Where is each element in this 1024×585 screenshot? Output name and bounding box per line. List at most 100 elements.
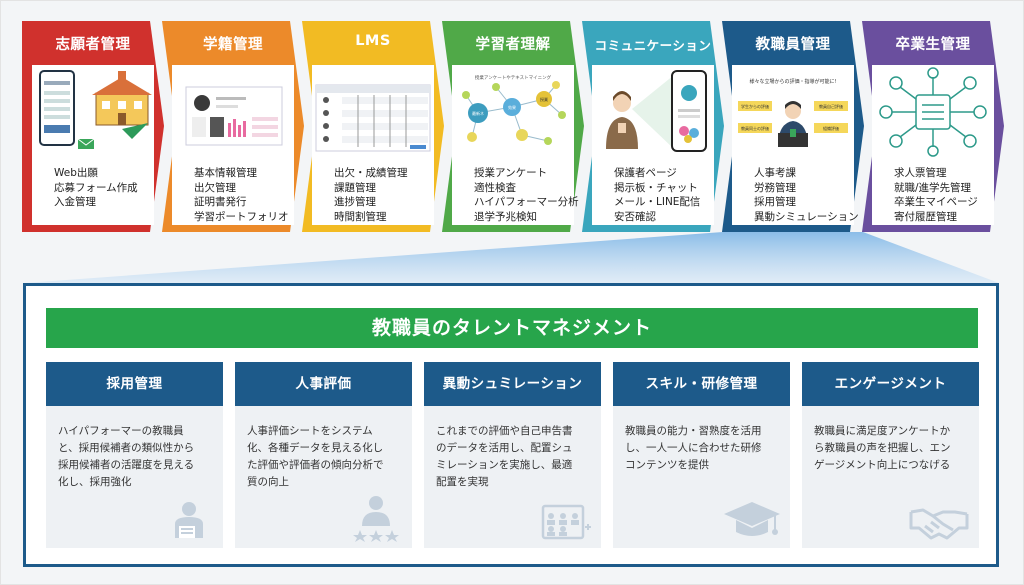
card-description: ハイパフォーマーの教職員 と、採用候補者の類似性から 採用候補者の活躍度を見える…: [46, 406, 223, 491]
feature-item: 課題管理: [334, 181, 376, 194]
feature-item: メール・LINE配信: [614, 196, 701, 208]
step-title: 学籍管理: [203, 37, 263, 53]
feature-item: 応募フォーム作成: [54, 181, 138, 194]
card-description: 人事評価シートをシステム 化、各種データを見える化し た評価や評価者の傾向分析で…: [235, 406, 412, 491]
card-skill-training[interactable]: スキル・研修管理 教職員の能力・習熟度を活用 し、一人一人に合わせた研修 コンテ…: [613, 362, 790, 548]
feature-item: 時間割管理: [334, 210, 387, 223]
feature-item: 求人票管理: [894, 167, 947, 179]
text-mining-network-illustration: 授業アンケートやテキストマイニング 最新ネ 効果 授業: [462, 74, 566, 145]
evaluation-caption: 様々な立場からの評価・指導が可能に!: [749, 78, 836, 85]
step-learner-understanding[interactable]: 学習者理解 授業アンケートやテキストマイニング 最新ネ 効果 授業: [442, 21, 584, 232]
step-feature-list: 基本情報管理 出欠管理 証明書発行 学習ポートフォリオ: [194, 166, 289, 224]
feature-item: 適性検査: [474, 181, 516, 194]
feature-item: 基本情報管理: [194, 167, 257, 179]
feature-item: 寄付履歴管理: [894, 210, 957, 223]
card-text-line: コンテンツを提供: [625, 459, 709, 471]
step-title: 学習者理解: [475, 37, 551, 53]
step-title: 卒業生管理: [895, 37, 971, 53]
zoom-connector: [25, 232, 999, 283]
feature-item: 授業アンケート: [474, 167, 548, 179]
card-text-line: これまでの評価や自己申告書: [436, 425, 573, 437]
card-description: これまでの評価や自己申告書 のデータを活用し、配置シュ ミレーションを実施し、最…: [424, 406, 601, 491]
card-title: 人事評価: [235, 362, 412, 406]
feature-item: 採用管理: [754, 196, 796, 208]
card-text-line: と、採用候補者の類似性から: [58, 442, 195, 454]
step-alumni-management[interactable]: 卒業生管理 求人票管理 就職/進学先管理 卒: [862, 21, 1004, 232]
step-staff-management[interactable]: 教職員管理 様々な立場からの評価・指導が可能に! 学生からの評価 教員自己評価 …: [722, 21, 864, 232]
card-text-line: ゲージメント向上につなげる: [814, 459, 951, 471]
feature-item: ハイパフォーマー分析: [474, 196, 579, 208]
handshake-icon: [909, 508, 969, 540]
step-panel: 授業アンケートやテキストマイニング 最新ネ 効果 授業 授業アンケート: [452, 65, 579, 225]
card-title: エンゲージメント: [802, 362, 979, 406]
step-title: コミュニケーション: [594, 38, 712, 53]
card-text-line: 教職員に満足度アンケートか: [814, 425, 951, 437]
evaluation-icon: [353, 496, 399, 542]
evaluation-box-label: 組織評価: [823, 125, 839, 131]
feature-item: 出欠管理: [194, 181, 236, 194]
step-feature-list: 授業アンケート 適性検査 ハイパフォーマー分析 退学予兆検知: [474, 166, 579, 224]
student-profile-illustration: [185, 86, 283, 146]
card-text-line: ら教職員の声を把握し、エン: [814, 442, 951, 454]
step-title: 志願者管理: [55, 37, 131, 53]
step-student-records[interactable]: 学籍管理 基本情報管理 出欠管理 証明書発行 学習ポートフォリオ: [162, 21, 304, 232]
card-title: 異動シュミレーション: [424, 362, 601, 406]
card-transfer-simulation[interactable]: 異動シュミレーション これまでの評価や自己申告書 のデータを活用し、配置シュ ミ…: [424, 362, 601, 548]
alumni-network-illustration: [879, 67, 987, 157]
application-form-illustration: [39, 70, 152, 149]
staff-evaluation-illustration: 様々な立場からの評価・指導が可能に! 学生からの評価 教員自己評価 教員同士の評…: [738, 78, 848, 147]
step-panel: Web出願 応募フォーム作成 入金管理: [32, 65, 154, 225]
step-title: LMS: [355, 33, 391, 49]
feature-item: 安否確認: [614, 210, 656, 223]
card-recruitment[interactable]: 採用管理 ハイパフォーマーの教職員 と、採用候補者の類似性から 採用候補者の活躍…: [46, 362, 223, 548]
parent-smartphone-illustration: [606, 70, 707, 152]
card-text-line: ミレーションを実施し、最適: [436, 459, 573, 471]
feature-item: 退学予兆検知: [474, 210, 537, 223]
step-communication[interactable]: コミュニケーション 保護者ページ 掲示板・チャット メール・LINE配信 安否確…: [582, 21, 724, 232]
step-feature-list: 保護者ページ 掲示板・チャット メール・LINE配信 安否確認: [614, 166, 700, 224]
feature-item: 入金管理: [54, 196, 96, 208]
card-text-line: し、一人一人に合わせた研修: [625, 442, 762, 454]
step-feature-list: Web出願 応募フォーム作成 入金管理: [54, 166, 138, 210]
card-text-line: 化し、採用強化: [58, 476, 132, 488]
card-text-line: 教職員の能力・習熟度を活用: [625, 425, 762, 437]
step-panel: 出欠・成績管理 課題管理 進捗管理 時間割管理: [312, 65, 434, 225]
card-description: 教職員に満足度アンケートか ら教職員の声を把握し、エン ゲージメント向上につなげ…: [802, 406, 979, 474]
network-node-label: 最新ネ: [472, 110, 484, 116]
step-panel: 様々な立場からの評価・指導が可能に! 学生からの評価 教員自己評価 教員同士の評…: [732, 65, 859, 225]
card-text-line: のデータを活用し、配置シュ: [436, 442, 573, 454]
feature-item: 出欠・成績管理: [334, 167, 408, 179]
talent-management-title: 教職員のタレントマネジメント: [46, 308, 978, 348]
feature-item: 労務管理: [754, 181, 796, 194]
card-text-line: た評価や評価者の傾向分析で: [247, 459, 384, 471]
network-node-label: 授業: [540, 96, 548, 102]
gradebook-table-illustration: [315, 84, 431, 152]
card-title: スキル・研修管理: [613, 362, 790, 406]
feature-item: 学習ポートフォリオ: [194, 210, 289, 223]
card-text-line: 化、各種データを見える化し: [247, 442, 384, 454]
transfer-icon: [541, 504, 591, 540]
recruit-icon: [175, 502, 203, 538]
step-feature-list: 人事考課 労務管理 採用管理 異動シミュレーション: [754, 166, 859, 224]
step-lms[interactable]: LMS 出欠・成績管理 課題管理 進捗管理 時間割管理: [302, 21, 444, 232]
card-personnel-evaluation[interactable]: 人事評価 人事評価シートをシステム 化、各種データを見える化し た評価や評価者の…: [235, 362, 412, 548]
card-text-line: 配置を実現: [436, 476, 489, 488]
card-text-line: 人事評価シートをシステム: [247, 425, 373, 437]
feature-item: 掲示板・チャット: [614, 181, 698, 194]
step-panel: 保護者ページ 掲示板・チャット メール・LINE配信 安否確認: [592, 65, 714, 225]
card-description: 教職員の能力・習熟度を活用 し、一人一人に合わせた研修 コンテンツを提供: [613, 406, 790, 474]
graduation-cap-icon: [724, 502, 780, 536]
network-caption: 授業アンケートやテキストマイニング: [475, 74, 552, 81]
feature-item: 証明書発行: [194, 196, 247, 208]
feature-item: 進捗管理: [334, 196, 376, 208]
feature-item: 人事考課: [754, 167, 796, 179]
feature-item: 就職/進学先管理: [894, 181, 972, 194]
card-text-line: 質の向上: [247, 476, 289, 488]
step-feature-list: 求人票管理 就職/進学先管理 卒業生マイページ 寄付履歴管理: [894, 166, 978, 224]
evaluation-box-label: 教員自己評価: [819, 103, 843, 109]
card-text-line: ハイパフォーマーの教職員: [58, 425, 184, 437]
step-applicant-management[interactable]: 志願者管理 Web出願 応募フォーム作成: [22, 21, 164, 232]
card-engagement[interactable]: エンゲージメント 教職員に満足度アンケートか ら教職員の声を把握し、エン ゲージ…: [802, 362, 979, 548]
feature-item: 異動シミュレーション: [754, 210, 859, 223]
